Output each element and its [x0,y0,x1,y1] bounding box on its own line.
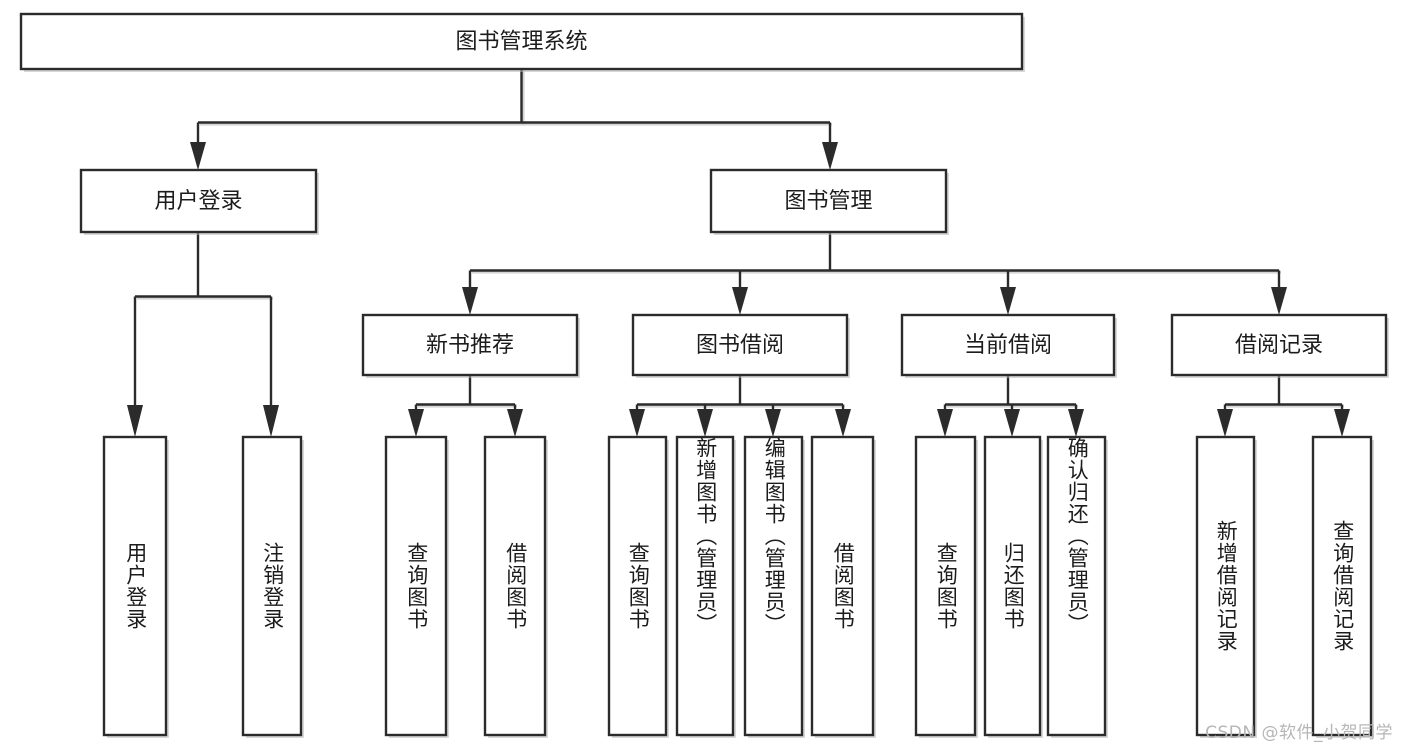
node-leaf-add-borrow-record[interactable] [1195,435,1257,738]
node-leaf-edit-book-admin[interactable] [743,435,805,738]
arrow-head-icon [127,405,143,437]
node-book-management-label: 图书管理 [784,189,872,214]
arrow-head-icon [190,142,206,170]
box-outline [1311,435,1373,737]
box-outline [1046,435,1107,737]
node-leaf-borrow-book-1[interactable] [483,435,548,738]
arrow-head-icon [408,409,424,437]
box-outline [607,435,668,737]
node-borrow-record[interactable]: 借阅记录 [1170,313,1389,378]
arrow-head-icon [822,142,838,170]
box-outline [79,168,318,234]
node-leaf-return-book[interactable] [983,435,1043,738]
connector-group-book-borrow [629,375,851,437]
box-outline [914,435,977,737]
connector-group-user-login [127,232,279,437]
node-book-borrow-label: 图书借阅 [696,333,784,358]
watermark-text: CSDN @软件_小贺同学 [1205,723,1393,743]
node-leaf-user-login[interactable] [102,435,169,738]
box-outline [983,435,1042,737]
arrow-head-icon [937,409,953,437]
node-leaf-borrow-book-2[interactable] [810,435,876,738]
arrow-head-icon [629,409,645,437]
box-outline [709,168,948,234]
arrow-head-icon [835,409,851,437]
box-outline [810,435,875,737]
arrow-head-icon [1271,287,1287,315]
node-borrow-record-label: 借阅记录 [1235,333,1323,358]
arrow-head-icon [765,409,781,437]
arrow-head-icon [1000,287,1016,315]
node-leaf-query-book-1[interactable] [384,435,449,738]
arrow-head-icon [1217,409,1233,437]
arrow-head-icon [1334,409,1350,437]
connector-group-root [190,69,838,170]
box-outline [483,435,547,737]
arrow-head-icon [1068,409,1084,437]
node-book-borrow[interactable]: 图书借阅 [631,313,850,378]
box-outline [19,12,1024,71]
node-user-login[interactable]: 用户登录 [79,168,319,235]
box-outline [384,435,448,737]
box-outline [361,313,579,377]
node-root-label: 图书管理系统 [455,30,587,55]
node-leaf-confirm-return-admin[interactable] [1046,435,1108,738]
arrow-head-icon [1004,409,1020,437]
box-outline [241,435,303,737]
box-outline [900,313,1116,377]
node-new-book-recommend[interactable]: 新书推荐 [361,313,580,378]
box-outline [675,435,735,737]
node-user-login-label: 用户登录 [154,189,242,214]
node-leaf-query-book-2[interactable] [607,435,669,738]
arrow-head-icon [732,287,748,315]
arrow-head-icon [697,409,713,437]
node-current-borrow-label: 当前借阅 [964,333,1052,358]
box-outline [1170,313,1388,377]
arrow-head-icon [263,405,279,437]
box-outline [1195,435,1256,737]
node-current-borrow[interactable]: 当前借阅 [900,313,1117,378]
node-leaf-query-borrow-record[interactable] [1311,435,1374,738]
node-leaf-query-book-3[interactable] [914,435,978,738]
box-outline [743,435,804,737]
connector-group-borrow-record [1217,375,1350,437]
node-leaf-user-logout[interactable] [241,435,304,738]
node-root[interactable]: 图书管理系统 [19,12,1025,72]
node-book-management[interactable]: 图书管理 [709,168,949,235]
node-leaf-add-book-admin[interactable] [675,435,736,738]
connector-group-new-book-recommend [408,375,523,437]
box-outline [102,435,168,737]
connector-group-current-borrow [937,375,1084,437]
connector-group-book-mgmt [462,232,1287,315]
arrow-head-icon [507,409,523,437]
arrow-head-icon [462,287,478,315]
box-outline [631,313,849,377]
node-new-book-recommend-label: 新书推荐 [426,333,514,358]
